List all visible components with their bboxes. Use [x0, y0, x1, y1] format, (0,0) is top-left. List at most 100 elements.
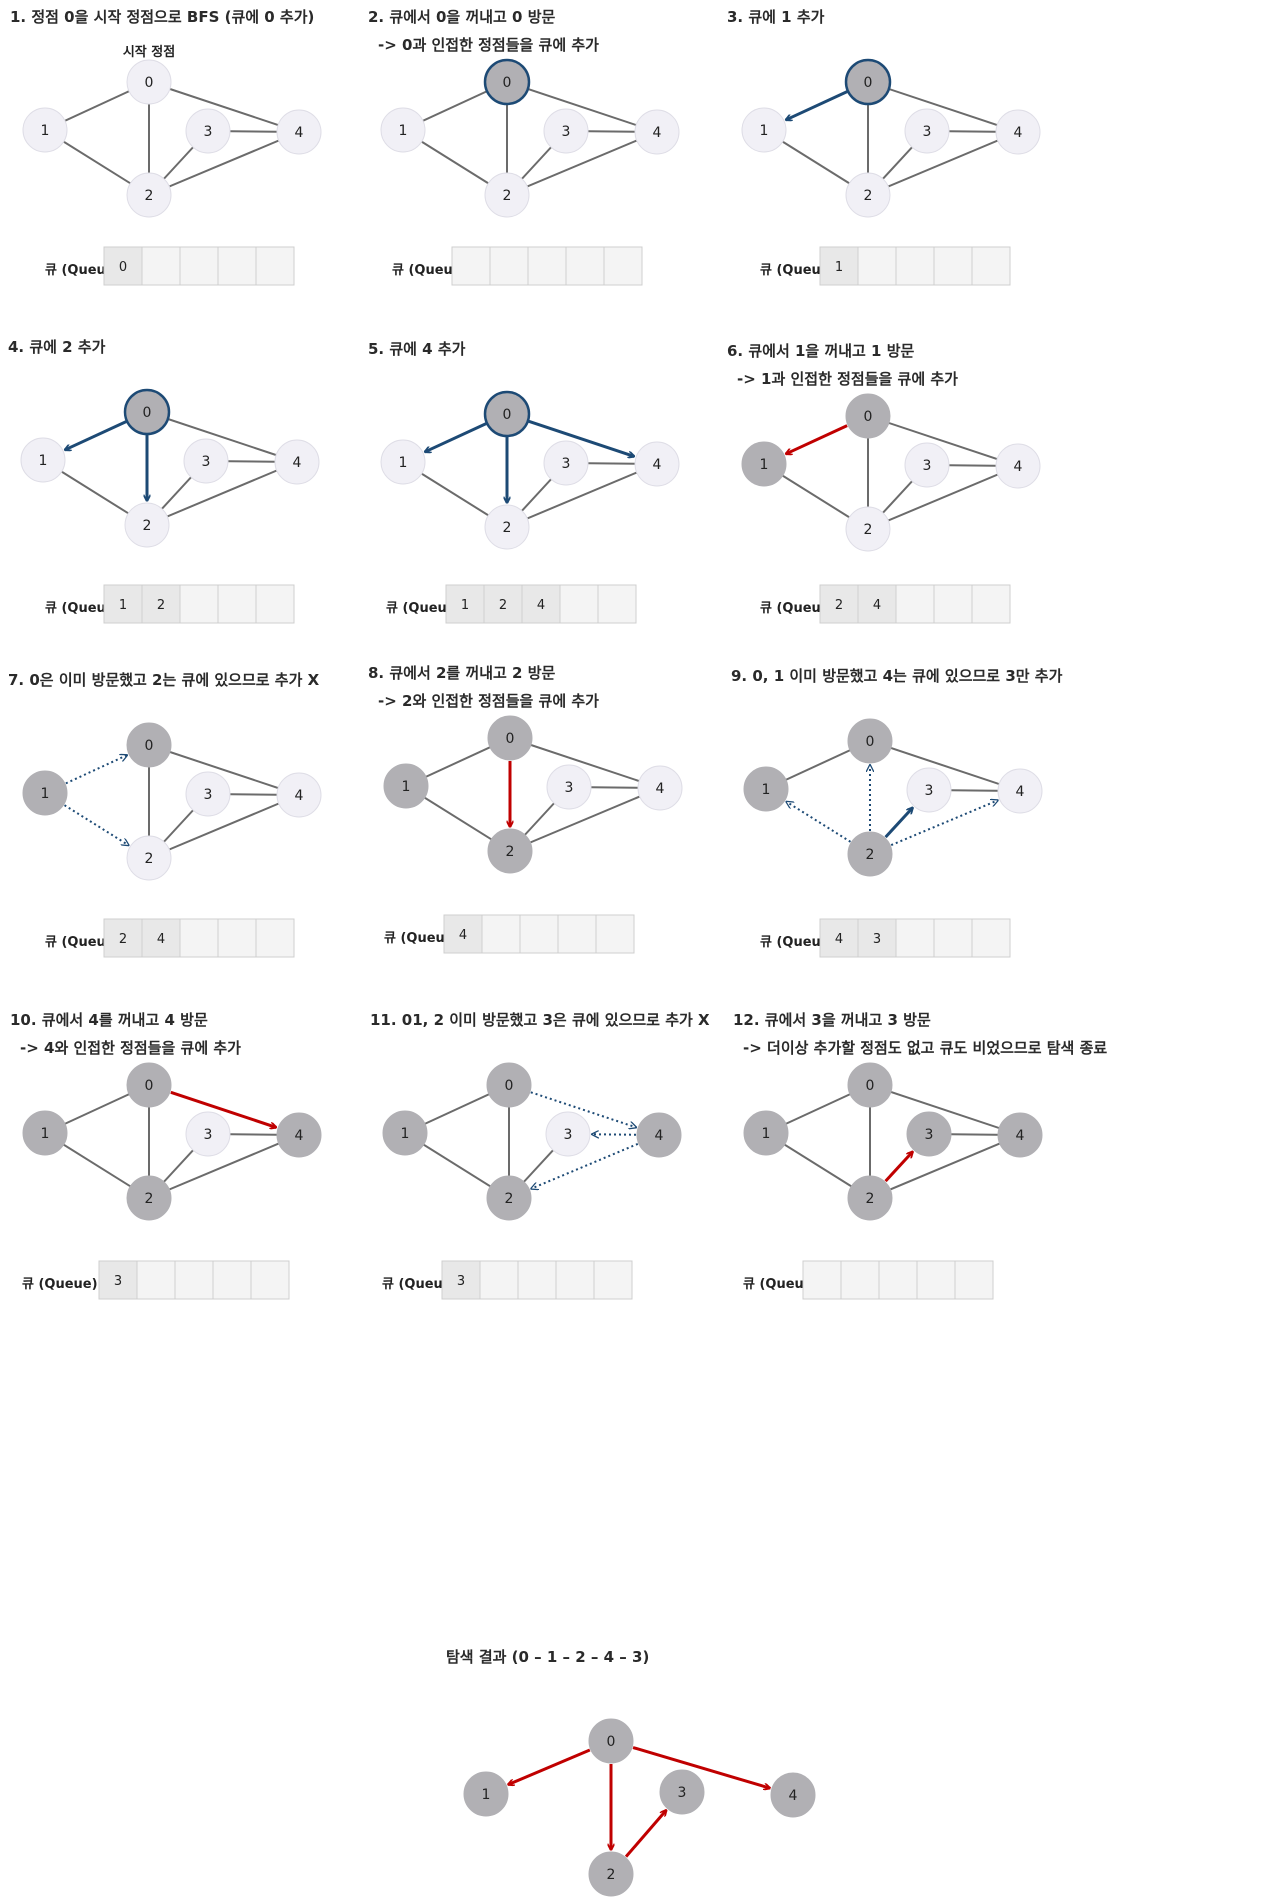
p5-node-4	[634, 441, 680, 487]
p3-node-label-3: 3	[923, 124, 932, 140]
p5-queue-cell-4	[597, 584, 637, 624]
p12-node-3	[906, 1111, 952, 1157]
p5-node-label-4: 4	[653, 457, 662, 473]
p8-node-3	[546, 764, 592, 810]
p10-node-2	[126, 1175, 172, 1221]
p3-title-line-0: 3. 큐에 1 추가	[727, 8, 825, 26]
p4-node-1	[20, 437, 66, 483]
p5-queue-cell-0	[445, 584, 485, 624]
p8-node-label-0: 0	[506, 731, 515, 747]
p12-node-label-0: 0	[866, 1078, 875, 1094]
p10-node-label-1: 1	[41, 1126, 50, 1142]
p7-node-label-0: 0	[145, 738, 154, 754]
p11-queue-cell-1	[479, 1260, 519, 1300]
p8-queue-cell-2	[519, 914, 559, 954]
p5-node-label-0: 0	[503, 407, 512, 423]
p5-arrow-0-1	[425, 422, 487, 452]
p6-queue-cell-4	[971, 584, 1011, 624]
p3-queue-cell-2	[895, 246, 935, 286]
result-node-label-3: 3	[678, 1785, 687, 1801]
p11-queue-cell-0	[441, 1260, 481, 1300]
p10-node-3	[185, 1111, 231, 1157]
p6-node-label-2: 2	[864, 522, 873, 538]
p10-node-label-3: 3	[204, 1127, 213, 1143]
p9-node-label-0: 0	[866, 734, 875, 750]
p8-node-4	[637, 765, 683, 811]
p2-node-4	[634, 109, 680, 155]
p12-queue-cell-0	[802, 1260, 842, 1300]
p5-queue-cell-3	[559, 584, 599, 624]
p8-title-line-0: 8. 큐에서 2를 꺼내고 2 방문	[368, 664, 556, 682]
p6-edge-2-4	[867, 465, 1019, 530]
panel-p12: 12. 큐에서 3을 꺼내고 3 방문-> 더이상 추가할 정점도 없고 큐도 …	[733, 1011, 1107, 1300]
p9-node-4	[997, 768, 1043, 814]
p12-node-label-3: 3	[925, 1127, 934, 1143]
p2-queue-cell-1	[489, 246, 529, 286]
p10-queue-cell-3	[212, 1260, 252, 1300]
result-node-0	[588, 1718, 634, 1764]
p4-node-label-2: 2	[143, 518, 152, 534]
p2-node-label-2: 2	[503, 188, 512, 204]
p7-node-label-3: 3	[204, 787, 213, 803]
p4-arrow-0-1	[65, 420, 127, 450]
p1-queue-label: 큐 (Queue)	[45, 263, 121, 278]
p10-queue-cell-1	[136, 1260, 176, 1300]
p3-queue-cell-1	[857, 246, 897, 286]
p10-node-label-0: 0	[145, 1078, 154, 1094]
p2-node-1	[380, 107, 426, 153]
panel-p8: 8. 큐에서 2를 꺼내고 2 방문-> 2와 인접한 정점들을 큐에 추가01…	[368, 664, 683, 954]
p12-node-2	[847, 1175, 893, 1221]
p11-queue-cell-4	[593, 1260, 633, 1300]
p12-queue-cell-4	[954, 1260, 994, 1300]
p6-queue-cell-3	[933, 584, 973, 624]
p2-queue-cell-2	[527, 246, 567, 286]
p1-edge-0-4	[148, 81, 300, 133]
p3-node-1	[741, 107, 787, 153]
p11-queue-label: 큐 (Queue)	[382, 1277, 458, 1292]
p9-node-label-4: 4	[1016, 784, 1025, 800]
p8-queue-label: 큐 (Queue)	[384, 931, 460, 946]
result-node-label-1: 1	[482, 1787, 491, 1803]
p12-node-label-2: 2	[866, 1191, 875, 1207]
p8-node-0	[487, 715, 533, 761]
p10-title-line-0: 10. 큐에서 4를 꺼내고 4 방문	[10, 1011, 208, 1029]
p2-title-line-0: 2. 큐에서 0을 꺼내고 0 방문	[368, 8, 556, 26]
p1-node-0	[126, 59, 172, 105]
result-node-4	[770, 1772, 816, 1818]
p11-node-label-2: 2	[505, 1191, 514, 1207]
p7-arrow-1-2	[63, 804, 129, 845]
p6-queue-label: 큐 (Queue)	[760, 601, 836, 616]
p3-queue-label: 큐 (Queue)	[760, 263, 836, 278]
p7-node-label-2: 2	[145, 851, 154, 867]
p2-node-label-1: 1	[399, 123, 408, 139]
p2-node-0	[483, 58, 531, 106]
p7-node-1	[22, 770, 68, 816]
p7-node-0	[126, 722, 172, 768]
p10-node-label-4: 4	[295, 1128, 304, 1144]
p1-node-label-1: 1	[41, 123, 50, 139]
p2-edge-2-4	[506, 131, 658, 196]
p6-title-line-1: -> 1과 인접한 정점들을 큐에 추가	[737, 370, 958, 388]
p12-queue-cell-2	[878, 1260, 918, 1300]
p3-queue-item-0: 1	[835, 260, 843, 275]
result-title: 탐색 결과 (0 – 1 – 2 – 4 – 3)	[446, 1648, 649, 1666]
p9-edge-0-4	[869, 740, 1021, 792]
p5-queue-label: 큐 (Queue)	[386, 601, 462, 616]
panel-p10: 10. 큐에서 4를 꺼내고 4 방문-> 4와 인접한 정점들을 큐에 추가0…	[10, 1011, 322, 1300]
p11-node-label-4: 4	[655, 1128, 664, 1144]
p3-queue-cell-4	[971, 246, 1011, 286]
p6-queue-cell-2	[895, 584, 935, 624]
p2-queue-cell-3	[565, 246, 605, 286]
p7-node-4	[276, 772, 322, 818]
p7-queue-item-0: 2	[119, 932, 127, 947]
p7-queue-label: 큐 (Queue)	[45, 935, 121, 950]
p10-queue-cell-4	[250, 1260, 290, 1300]
p12-title-line-1: -> 더이상 추가할 정점도 없고 큐도 비었으므로 탐색 종료	[743, 1039, 1107, 1057]
p7-queue-cell-3	[217, 918, 257, 958]
p3-node-label-0: 0	[864, 75, 873, 91]
p1-node-3	[185, 108, 231, 154]
result-node-label-2: 2	[607, 1867, 616, 1883]
p1-node-2	[126, 172, 172, 218]
p5-node-1	[380, 439, 426, 485]
